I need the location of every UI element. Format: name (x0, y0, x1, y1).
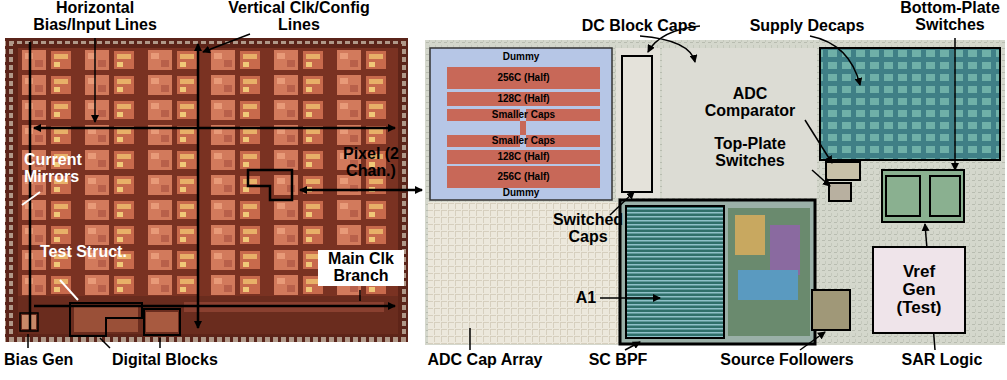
callout-label: Pixel (2 Chan.) (322, 146, 420, 180)
capacitor-bar: 256C (Half) (447, 67, 600, 89)
callout-label: Current Mirrors (24, 152, 108, 186)
callout-label: A1 (572, 290, 600, 307)
callout-label: ADC Cap Array (420, 352, 550, 369)
callout-label: SC BPF (578, 352, 658, 369)
node-text: 128C (Half) (497, 94, 549, 105)
callout-label: Switched Caps (548, 212, 628, 246)
node-text: 256C (Half) (497, 172, 549, 183)
node-text: 256C (Half) (497, 73, 549, 84)
callout-label: Test Struct. (40, 244, 140, 261)
callout-label: Smaller Caps (447, 136, 600, 147)
callout-label: Source Followers (712, 352, 862, 369)
callout-label: Dummy (430, 188, 612, 199)
callout-label: Bias Gen (4, 352, 94, 369)
callout-label: Vertical Clk/Config Lines (228, 0, 370, 34)
callout-label: Digital Blocks (112, 352, 242, 369)
capacitor-bar: 128C (Half) (447, 92, 600, 106)
callout-label: Bottom-Plate Switches (898, 0, 1002, 34)
callout-label: Main Clk Branch (318, 250, 404, 286)
capacitor-bar: 128C (Half) (447, 150, 600, 164)
callout-label: Supply Decaps (742, 18, 872, 35)
vref-block: Vref Gen (Test) (872, 246, 966, 334)
capacitor-bar: 256C (Half) (447, 166, 600, 188)
callout-label: DC Block Caps (574, 18, 704, 35)
node-text: Vref Gen (Test) (888, 263, 950, 317)
callout-label: Horizontal Bias/Input Lines (20, 0, 170, 34)
callout-label: Top-Plate Switches (690, 136, 810, 170)
callout-label: ADC Comparator (694, 86, 806, 120)
callout-label: Dummy (430, 52, 612, 63)
callout-label: SAR Logic (892, 352, 992, 369)
callout-label: Smaller Caps (447, 110, 600, 121)
node-text: 128C (Half) (497, 152, 549, 163)
